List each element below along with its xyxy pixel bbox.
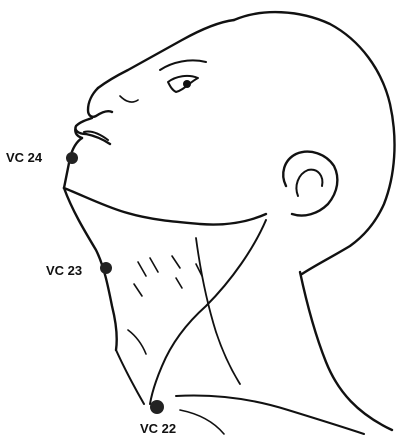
ear-outline (283, 152, 337, 216)
brow-line (160, 60, 206, 70)
eye-outline (168, 76, 198, 92)
jaw-outline (64, 188, 266, 225)
vc23-point (100, 262, 112, 274)
neck-muscle-2 (196, 238, 240, 384)
chest-line (128, 330, 224, 434)
vc24-label: VC 24 (6, 150, 43, 165)
neck-muscle (150, 220, 266, 404)
vc22-label: VC 22 (140, 421, 176, 436)
nose-outline (88, 88, 112, 117)
ear-inner (296, 170, 322, 196)
eye-pupil (183, 80, 191, 88)
cheek-line (120, 96, 138, 102)
vc24-point (66, 152, 78, 164)
vc23-label: VC 23 (46, 263, 82, 278)
vc22-point (150, 400, 164, 414)
forehead-outline (98, 20, 234, 88)
throat-strokes (134, 256, 202, 296)
neck-back-outline (300, 272, 392, 430)
